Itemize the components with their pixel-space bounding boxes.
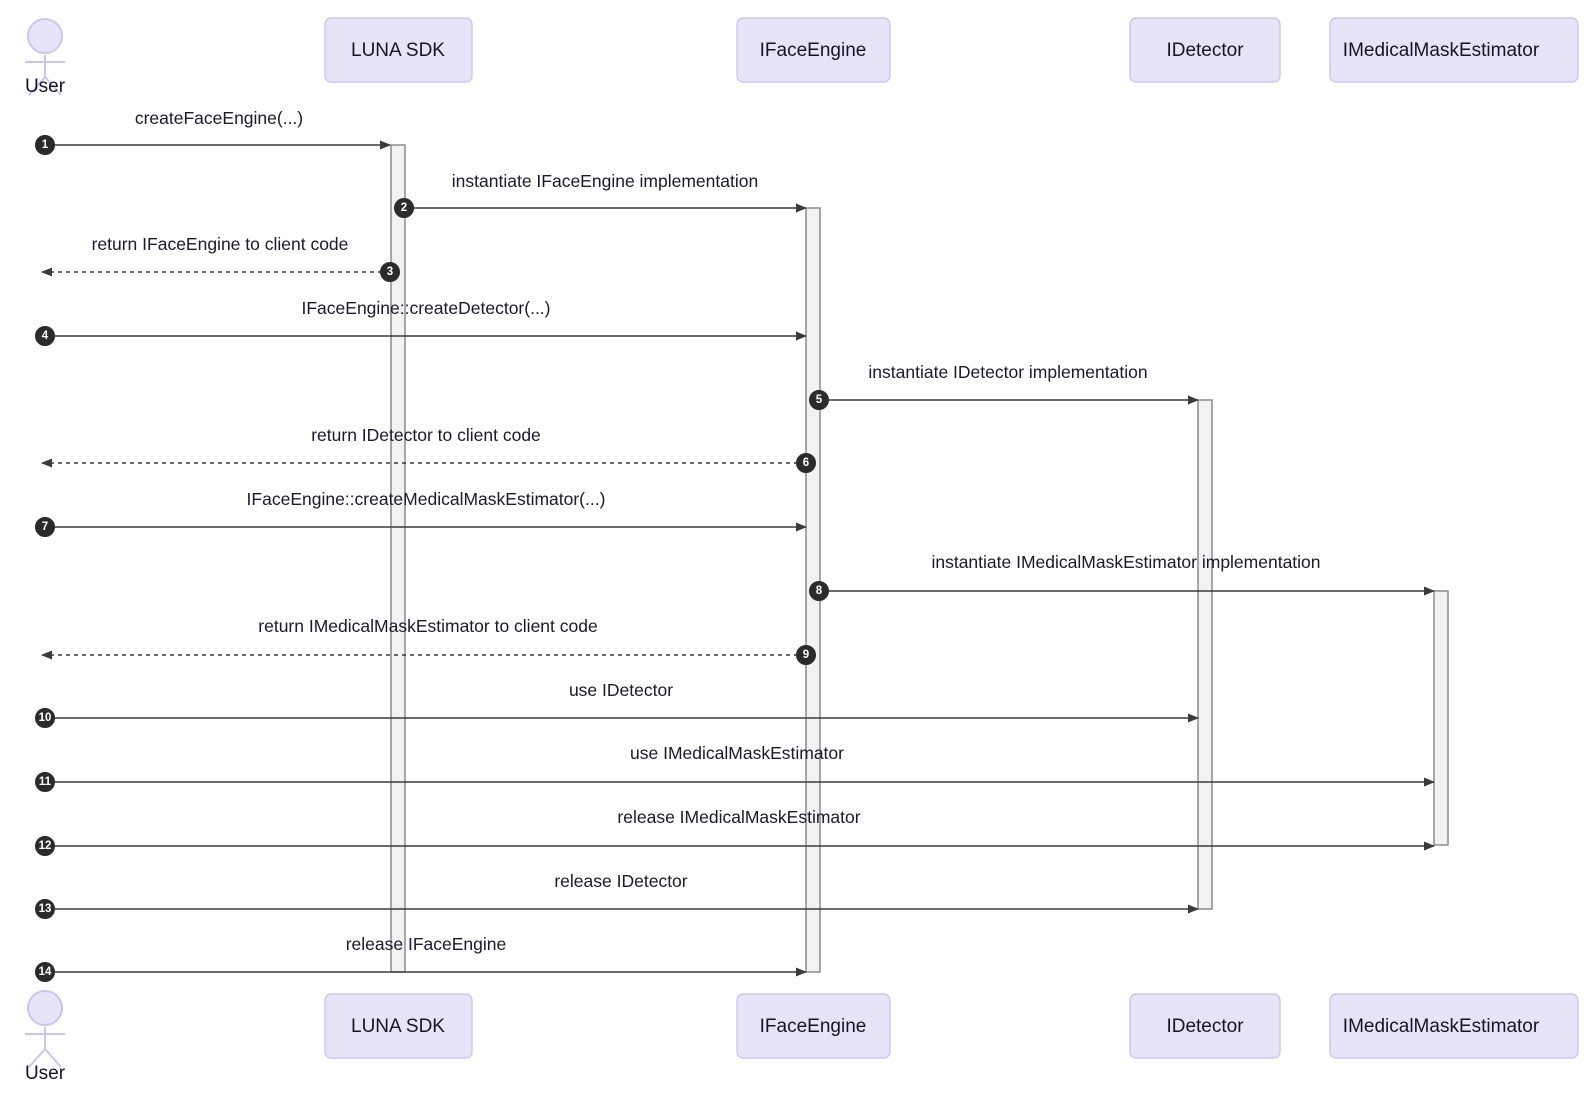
activation-bar-detector bbox=[1197, 399, 1213, 910]
messages-layer: createFaceEngine(...) 1 instantiate IFaceE… bbox=[35, 108, 1435, 982]
message-4[interactable]: IFaceEngine::createDetector(...)4 bbox=[35, 298, 807, 346]
participant-label: LUNA SDK bbox=[351, 40, 445, 61]
message-label: release IDetector bbox=[554, 871, 687, 891]
participant-luna-top[interactable]: LUNA SDK bbox=[324, 17, 473, 83]
message-5[interactable]: instantiate IDetector implementation 5 bbox=[809, 362, 1199, 410]
message-label: instantiate IDetector implementation bbox=[868, 362, 1147, 382]
actor-leg-left-icon bbox=[28, 76, 46, 96]
message-3[interactable]: return IFaceEngine to client code 3 bbox=[41, 234, 400, 282]
message-label: return IMedicalMaskEstimator to client c… bbox=[258, 616, 597, 636]
participant-label: IDetector bbox=[1166, 1016, 1244, 1037]
message-10[interactable]: use IDetector 10 bbox=[35, 680, 1199, 728]
participant-estimator-bottom[interactable]: IMedicalMaskEstimator bbox=[1329, 993, 1579, 1059]
actor-label: User bbox=[25, 1063, 66, 1084]
sequence-badge-number: 4 bbox=[42, 330, 49, 342]
sequence-badge bbox=[796, 453, 816, 473]
activation-bar-estimator bbox=[1433, 590, 1449, 846]
sequence-badge bbox=[35, 708, 55, 728]
sequence-badge bbox=[35, 899, 55, 919]
actor-user-bottom[interactable]: User bbox=[25, 990, 66, 1084]
sequence-badge-number: 6 bbox=[803, 457, 809, 469]
participant-label: IDetector bbox=[1166, 40, 1244, 61]
sequence-badge bbox=[35, 517, 55, 537]
message-14[interactable]: release IFaceEngine 14 bbox=[35, 934, 807, 982]
sequence-badge-number: 3 bbox=[387, 266, 393, 278]
participant-box[interactable] bbox=[736, 993, 891, 1059]
sequence-badge-number: 9 bbox=[803, 649, 809, 661]
message-label: return IDetector to client code bbox=[311, 425, 541, 445]
message-label: release IMedicalMaskEstimator bbox=[617, 807, 860, 827]
actor-leg-right-icon bbox=[44, 1048, 62, 1068]
message-8[interactable]: instantiate IMedicalMaskEstimator implem… bbox=[809, 552, 1435, 601]
actor-leg-right-icon bbox=[44, 76, 62, 96]
message-label: IFaceEngine::createMedicalMaskEstimator(… bbox=[247, 489, 606, 509]
participant-box[interactable] bbox=[1129, 993, 1281, 1059]
participant-label: IFaceEngine bbox=[760, 1016, 867, 1037]
participant-box[interactable] bbox=[736, 17, 891, 83]
message-13[interactable]: release IDetector 13 bbox=[35, 871, 1199, 919]
sequence-badge bbox=[35, 962, 55, 982]
sequence-badge-number: 13 bbox=[39, 903, 52, 915]
sequence-badge bbox=[796, 645, 816, 665]
actor-user-top[interactable]: User bbox=[25, 18, 66, 97]
participant-box[interactable] bbox=[1329, 993, 1579, 1059]
participant-label: IMedicalMaskEstimator bbox=[1343, 1016, 1540, 1037]
actor-head-icon bbox=[27, 18, 63, 54]
message-6[interactable]: return IDetector to client code 6 bbox=[41, 425, 816, 473]
sequence-badge-number: 14 bbox=[39, 966, 52, 978]
sequence-badge-number: 7 bbox=[42, 521, 48, 533]
participant-estimator-top[interactable]: IMedicalMaskEstimator bbox=[1329, 17, 1579, 83]
message-9[interactable]: return IMedicalMaskEstimator to client c… bbox=[41, 616, 816, 665]
sequence-badge-number: 10 bbox=[39, 712, 52, 724]
participant-label: IFaceEngine bbox=[760, 40, 867, 61]
message-label: use IMedicalMaskEstimator bbox=[630, 743, 844, 763]
message-label: use IDetector bbox=[569, 680, 673, 700]
sequence-badge-number: 5 bbox=[816, 394, 823, 406]
message-label: release IFaceEngine bbox=[346, 934, 507, 954]
sequence-badge bbox=[35, 836, 55, 856]
message-1[interactable]: createFaceEngine(...) 1 bbox=[35, 108, 391, 155]
sequence-badge bbox=[809, 581, 829, 601]
actor-leg-left-icon bbox=[28, 1048, 46, 1068]
actor-head-icon bbox=[27, 990, 63, 1026]
actor-label: User bbox=[25, 76, 66, 97]
participant-engine-bottom[interactable]: IFaceEngine bbox=[736, 993, 891, 1059]
sequence-badge-number: 12 bbox=[39, 840, 52, 852]
message-7[interactable]: IFaceEngine::createMedicalMaskEstimator(… bbox=[35, 489, 807, 537]
lifelines-layer bbox=[45, 82, 1441, 994]
message-label: instantiate IMedicalMaskEstimator implem… bbox=[931, 552, 1320, 572]
participant-box[interactable] bbox=[324, 17, 473, 83]
participant-detector-bottom[interactable]: IDetector bbox=[1129, 993, 1281, 1059]
sequence-badge-number: 1 bbox=[42, 139, 49, 151]
message-2[interactable]: instantiate IFaceEngine implementation 2 bbox=[394, 171, 807, 218]
sequence-badge bbox=[394, 198, 414, 218]
message-12[interactable]: release IMedicalMaskEstimator 12 bbox=[35, 807, 1435, 856]
participant-label: IMedicalMaskEstimator bbox=[1343, 40, 1540, 61]
participant-box[interactable] bbox=[1129, 17, 1281, 83]
participant-engine-top[interactable]: IFaceEngine bbox=[736, 17, 891, 83]
sequence-badge bbox=[35, 326, 55, 346]
sequence-badge-number: 8 bbox=[816, 585, 823, 597]
sequence-badge bbox=[809, 390, 829, 410]
message-label: return IFaceEngine to client code bbox=[92, 234, 349, 254]
participant-luna-bottom[interactable]: LUNA SDK bbox=[324, 993, 473, 1059]
participant-box[interactable] bbox=[324, 993, 473, 1059]
message-label: IFaceEngine::createDetector(...) bbox=[302, 298, 551, 318]
sequence-badge bbox=[35, 772, 55, 792]
participant-label: LUNA SDK bbox=[351, 1016, 445, 1037]
message-11[interactable]: use IMedicalMaskEstimator 11 bbox=[35, 743, 1435, 792]
sequence-badge-number: 2 bbox=[401, 202, 407, 214]
participant-detector-top[interactable]: IDetector bbox=[1129, 17, 1281, 83]
message-label: instantiate IFaceEngine implementation bbox=[452, 171, 758, 191]
sequence-badge-number: 11 bbox=[39, 776, 52, 788]
participant-box[interactable] bbox=[1329, 17, 1579, 83]
sequence-badge bbox=[380, 262, 400, 282]
message-label: createFaceEngine(...) bbox=[135, 108, 303, 128]
sequence-badge bbox=[35, 135, 55, 155]
